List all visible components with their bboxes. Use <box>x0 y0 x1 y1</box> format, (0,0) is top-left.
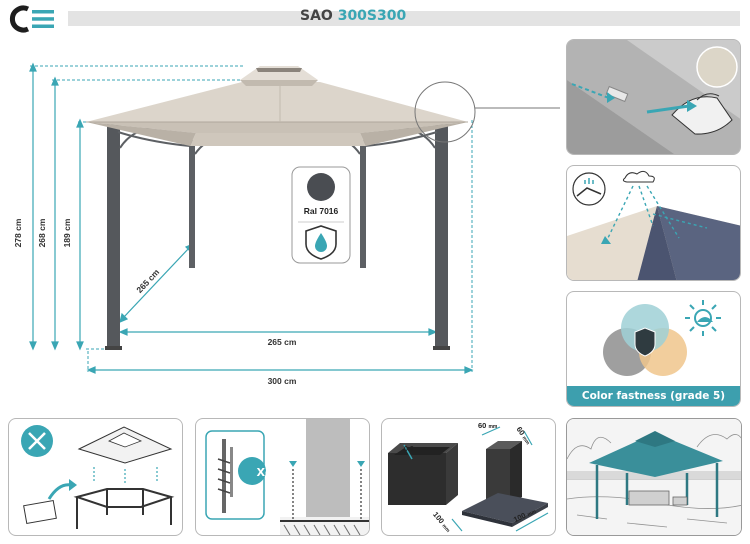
title-model: 300S300 <box>337 8 407 24</box>
brand-logo <box>9 5 54 33</box>
dim-width-inner: 265 cm <box>268 337 297 347</box>
post-width: 60 mm <box>478 421 497 430</box>
frame-color-code: Ral 7016 <box>304 206 339 216</box>
anchor-illustration <box>205 419 369 535</box>
post-width-value: 60 <box>478 421 487 430</box>
anchor-count: x8 <box>256 463 274 480</box>
base-plate-illustration <box>388 426 549 532</box>
dim-height-side: 189 cm <box>62 218 72 247</box>
title-bar <box>68 11 740 26</box>
assembly-illustration <box>21 425 175 529</box>
frame-color-badge <box>291 166 351 264</box>
garden-scene-illustration <box>567 419 741 535</box>
color-fastness-label: Color fastness (grade 5) <box>567 386 740 406</box>
anchor-panel <box>195 418 370 536</box>
assembly-panel <box>8 418 183 536</box>
fabric-detail-illustration <box>567 40 740 154</box>
post-width-unit: mm <box>488 424 498 430</box>
dim-height-total: 278 cm <box>13 218 23 247</box>
dim-height-roof: 268 cm <box>37 218 47 247</box>
waterproof-panel <box>566 165 741 281</box>
fabric-texture-swatch <box>696 46 738 88</box>
base-plate-panel <box>381 418 556 536</box>
product-title: SAO 300S300 <box>300 8 406 28</box>
fabric-detail-panel <box>566 39 741 155</box>
waterproof-illustration <box>567 170 740 280</box>
title-prefix: SAO <box>300 8 333 24</box>
plate-thickness: 0.9 mm <box>404 446 429 453</box>
dim-width-outer: 300 cm <box>268 376 297 386</box>
scene-panel <box>566 418 742 536</box>
color-fastness-illustration <box>603 300 721 376</box>
color-fastness-panel: Color fastness (grade 5) <box>566 291 741 407</box>
gazebo-dimension-drawing: 278 cm 268 cm 189 cm 265 cm 265 cm 300 c… <box>13 62 560 386</box>
